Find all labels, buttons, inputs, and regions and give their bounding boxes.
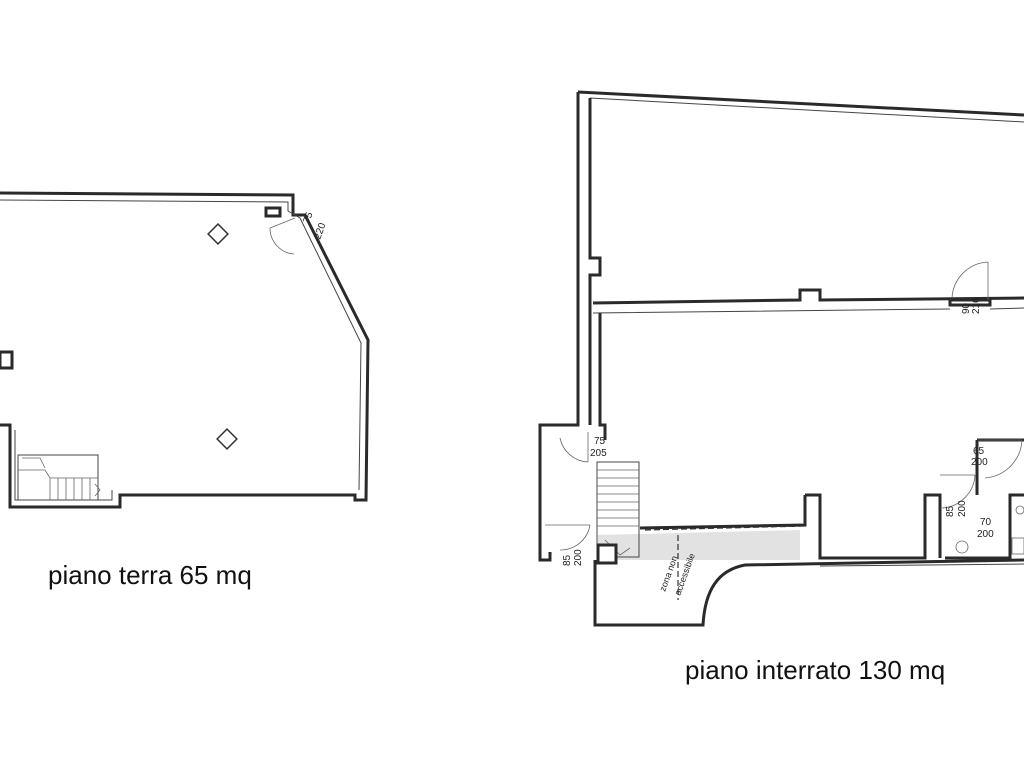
door-width-label: 85 (945, 505, 956, 517)
door-height-label: 220 (312, 221, 328, 241)
door-height-label: 200 (977, 529, 994, 540)
door-swing (545, 524, 591, 551)
door-width-label: 75 (594, 436, 606, 447)
door-swing (559, 432, 589, 463)
door-swing (978, 439, 1023, 479)
door-height-label: 210 (971, 297, 982, 314)
basement-caption: piano interrato 130 mq (685, 655, 946, 685)
ground-floor-caption: piano terra 65 mq (48, 560, 252, 590)
door-width-label: 65 (973, 446, 985, 457)
column (216, 428, 238, 450)
door-height-label: 200 (971, 457, 988, 468)
toilet (955, 540, 969, 554)
door-swing (940, 474, 976, 509)
door-height-label: 205 (590, 448, 607, 459)
door-width-label: 75 (301, 210, 315, 225)
door-height-label: 200 (957, 500, 968, 517)
door-swing (951, 261, 989, 300)
door-width-label: 85 (562, 554, 573, 566)
door-swing (269, 217, 296, 255)
door-width-label: 70 (980, 517, 992, 528)
door-width-label: 90 (961, 302, 972, 314)
stairs (596, 461, 640, 565)
ground-floor-plan: 75 220 (0, 191, 370, 509)
column (207, 223, 229, 245)
door-height-label: 200 (573, 549, 584, 566)
stairs (17, 454, 101, 501)
basement-plan: 90 210 75 205 85 200 65 200 85 200 70 20… (538, 90, 1024, 627)
sink (1011, 537, 1024, 555)
